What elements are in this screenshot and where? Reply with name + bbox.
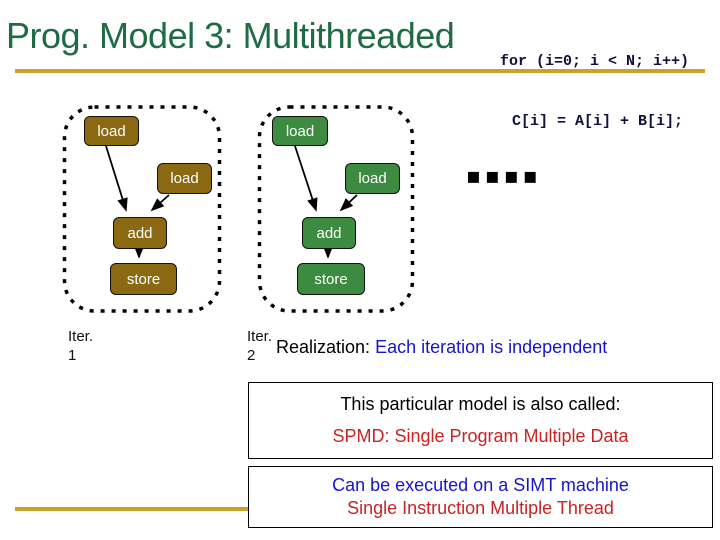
realization-text: Each iteration is independent [375,337,608,357]
realization-label: Realization: [276,337,371,357]
node-iter1-add: add [113,217,167,249]
arrow-iter1-load1-to-add [105,145,128,212]
title-underline [15,69,705,73]
code-snippet: for (i=0; i < N; i++) C[i] = A[i] + B[i]… [500,12,689,172]
callout-box-2: Can be executed on a SIMT machine Single… [248,466,713,528]
iter-2-label-line2: 2 [247,347,256,364]
callout1-line1: This particular model is also called: [340,394,621,414]
page-title: Prog. Model 3: Multithreaded [6,15,455,56]
ellipsis-dots: ▪▪▪▪ [466,164,542,189]
node-iter2-load1: load [272,116,328,146]
iteration-2-border [257,105,415,313]
iter-2-label-line1: Iter. [247,328,273,345]
realization-note: Realization: Each iteration is independe… [276,337,607,358]
iter-1-label-line1: Iter. [68,328,94,345]
arrow-iter1-load2-to-add [150,194,170,212]
node-iter2-load2: load [345,163,400,194]
iter-1-label: Iter. 1 [68,327,93,365]
node-iter1-load2: load [157,163,212,194]
iter-2-label: Iter. 2 [247,327,272,365]
bottom-gold-line [15,507,255,511]
node-iter2-store: store [297,263,365,295]
arrow-iter2-load2-to-add [339,194,358,212]
callout2-line2: Single Instruction Multiple Thread [347,498,614,518]
code-line-1: for (i=0; i < N; i++) [500,53,690,70]
node-iter1-load1: load [84,116,139,146]
node-iter2-add: add [302,217,356,249]
callout2-line1: Can be executed on a SIMT machine [332,475,629,495]
iter-1-label-line2: 1 [68,347,77,364]
code-line-2: C[i] = A[i] + B[i]; [512,113,684,130]
callout1-line2: SPMD: Single Program Multiple Data [332,426,629,446]
iteration-1-border [62,105,222,313]
node-iter1-store: store [110,263,177,295]
callout-box-1: This particular model is also called: SP… [248,382,713,459]
arrow-iter2-load1-to-add [294,145,318,212]
